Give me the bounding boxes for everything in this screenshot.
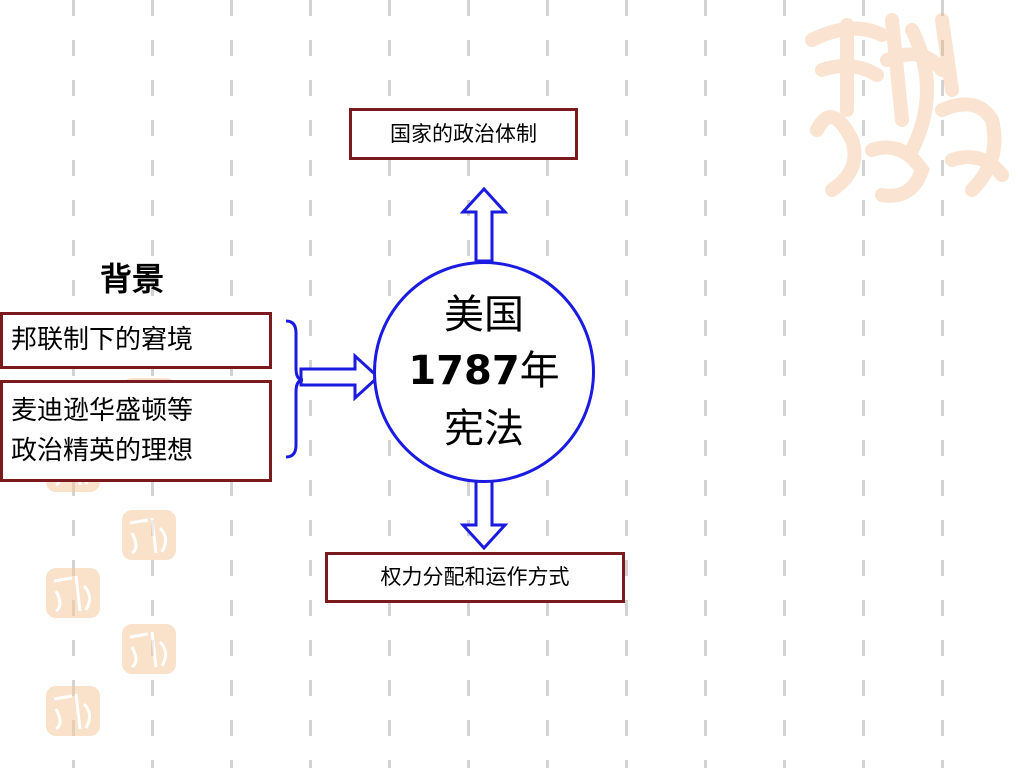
background-item-confederation: 邦联制下的窘境	[0, 312, 272, 369]
background-item-line: 政治精英的理想	[11, 436, 194, 466]
down-arrow	[459, 472, 509, 551]
center-title-year: 1787年	[376, 338, 592, 396]
seal-stamp-small	[122, 510, 176, 560]
power-distribution-box: 权力分配和运作方式	[325, 552, 625, 603]
seal-stamp-small	[46, 568, 100, 618]
center-year-suffix: 年	[519, 348, 560, 394]
center-year-number: 1787	[408, 348, 520, 394]
center-title-line1: 美国	[444, 292, 524, 338]
seal-stamp-small	[46, 686, 100, 736]
political-system-box: 国家的政治体制	[349, 108, 578, 160]
center-title-line3: 宪法	[444, 406, 524, 452]
constitution-circle: 美国 1787年 宪法	[373, 261, 595, 483]
seal-stamp-large	[805, 13, 1009, 203]
background-title: 背景	[100, 260, 165, 298]
seal-stamp-small	[122, 624, 176, 674]
background-item-label: 邦联制下的窘境	[11, 325, 194, 355]
up-arrow	[459, 186, 509, 263]
political-system-label: 国家的政治体制	[390, 122, 537, 146]
brace	[285, 319, 304, 459]
background-item-elite-ideals: 麦迪逊华盛顿等 政治精英的理想	[0, 380, 272, 482]
power-distribution-label: 权力分配和运作方式	[380, 565, 570, 589]
background-item-line: 麦迪逊华盛顿等	[11, 396, 194, 426]
right-arrow	[299, 352, 381, 402]
